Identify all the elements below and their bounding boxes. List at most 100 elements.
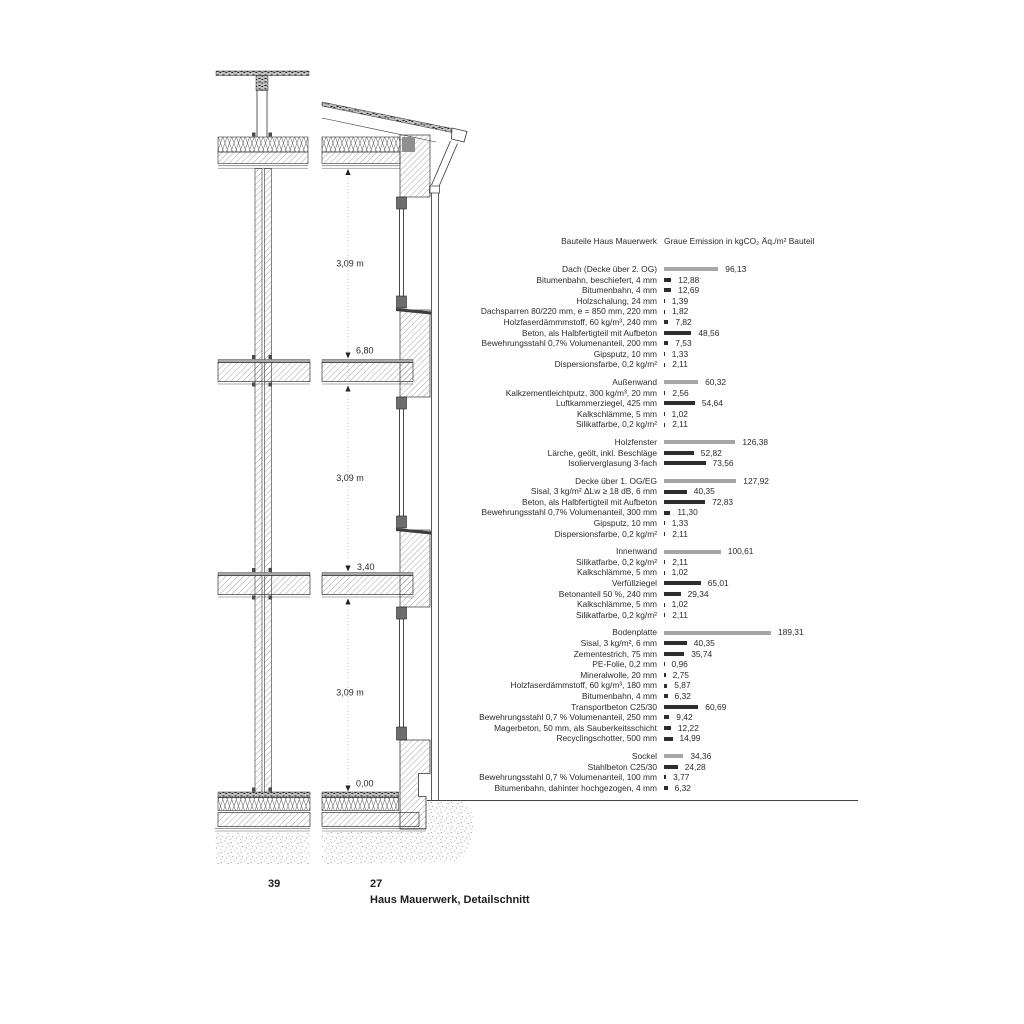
window-1og [396,396,431,535]
bar-label: Bitumenbahn, beschiefert, 4 mm [536,274,657,285]
level-label: 3,40 [357,562,375,572]
item-bar [664,641,687,646]
dimension-line: 3,09 m 6,80 3,09 m 3,40 3,09 m 0,00 [336,168,375,792]
bar-value: 127,92 [743,475,769,486]
item-bar [664,500,706,505]
bar-label: Betonanteil 50 %, 240 mm [558,588,657,599]
bar-value: 72,83 [712,496,734,507]
window-frame-top [396,396,407,410]
bar-label: Bitumenbahn, dahinter hochgezogen, 4 mm [494,782,658,793]
item-bar [664,510,671,515]
chart-item-row: Sisal, 3 kg/m² ΔLw ≥ 18 dB, 6 mm 40,35 [462,486,814,497]
bar-label: Bewehrungsstahl 0,7 % Volumenanteil, 250… [479,712,657,723]
window-frame-top [396,196,407,210]
bar-label: Sisal, 3 kg/m² ΔLw ≥ 18 dB, 6 mm [530,486,657,497]
bar-label: Sockel [631,750,657,761]
spandrel-wall [399,529,431,608]
storey-height-label: 3,09 m [336,688,364,698]
item-bar [664,673,666,678]
roof-slab-hatch [321,151,401,164]
bar-value: 189,31 [778,627,804,638]
window-frame-bottom [396,726,407,741]
group-bar [664,267,719,272]
storey-height-label: 3,09 m [336,473,364,483]
ground-slab-hatch [321,812,420,827]
item-bar [664,390,666,395]
bar-label: Beton, als Halbfertigteil mit Aufbeton [521,327,657,338]
bar-value: 12,88 [678,274,700,285]
bar-value: 9,42 [676,712,693,723]
bar-value: 0,96 [671,659,688,670]
bar-label: Bewehrungsstahl 0,7% Volumenanteil, 200 … [481,338,657,349]
item-bar [664,736,673,741]
item-bar [664,662,665,667]
bar-label: Magerbeton, 50 mm, als Sauberkeitsschich… [494,722,657,733]
bar-value: 6,32 [674,690,691,701]
screed-band [321,572,414,576]
bar-label: Holzfaserdämmmstoff, 60 kg/m³, 240 mm [503,316,657,327]
soil-stipple [215,833,310,864]
bar-label: Außenwand [612,376,657,387]
chart-label-header: Bauteile Haus Mauerwerk [561,236,657,246]
item-bar [664,401,695,406]
bar-label: Silikatfarbe, 0,2 kg/m² [576,609,657,620]
edge-insulation-block [402,137,415,152]
bar-value: 73,56 [712,458,734,469]
bar-label: Stahlbeton C25/30 [587,761,657,772]
bar-value: 2,11 [672,528,688,539]
item-bar [664,683,668,688]
bar-label: Dispersionsfarbe, 0,2 kg/m² [554,359,657,370]
bar-value: 48,56 [698,327,720,338]
bar-label: Silikatfarbe, 0,2 kg/m² [576,556,657,567]
floor-insulation-band [321,797,399,811]
roof-insulation-band [217,136,309,153]
bar-value: 52,82 [700,447,722,458]
bar-label: Kalkschlämme, 5 mm [576,408,657,419]
bar-value: 11,30 [677,507,698,518]
bar-label: Holzfaserdämmstoff, 60 kg/m³, 180 mm [510,680,657,691]
bar-label: Bewehrungsstahl 0,7 % Volumenanteil, 100… [479,772,657,783]
bar-value: 2,11 [672,556,688,567]
gutter [451,127,468,143]
item-bar [664,277,672,282]
bar-label: Dach (Decke über 2. OG) [562,264,657,274]
bar-label: Bitumenbahn, 4 mm [582,690,657,701]
chart-item-row: Beton, als Halbfertigteil mit Aufbeton 48… [462,328,814,339]
screed-band [321,359,414,363]
soil-stipple [322,801,474,864]
item-bar [664,704,699,709]
roof-vent-head [255,75,269,91]
item-bar [664,489,687,494]
bar-label: Innenwand [616,546,657,557]
bar-label: Gipsputz, 10 mm [593,518,657,529]
bar-value: 40,35 [693,486,715,497]
item-bar [664,450,694,455]
bar-value: 96,13 [725,264,747,274]
group-bar [664,380,699,385]
bar-label: Sisal, 3 kg/m², 6 mm [580,638,657,648]
item-bar [664,521,665,526]
bar-value: 126,38 [742,436,769,447]
window-frame-bottom [396,295,407,309]
floor-insulation-band [217,797,311,811]
bar-label: Gipsputz, 10 mm [593,348,657,359]
chart-unit-header: Graue Emission in kgCO₂ Äq./m² Bauteil [664,236,815,246]
item-bar [664,320,669,325]
item-bar [664,362,666,367]
